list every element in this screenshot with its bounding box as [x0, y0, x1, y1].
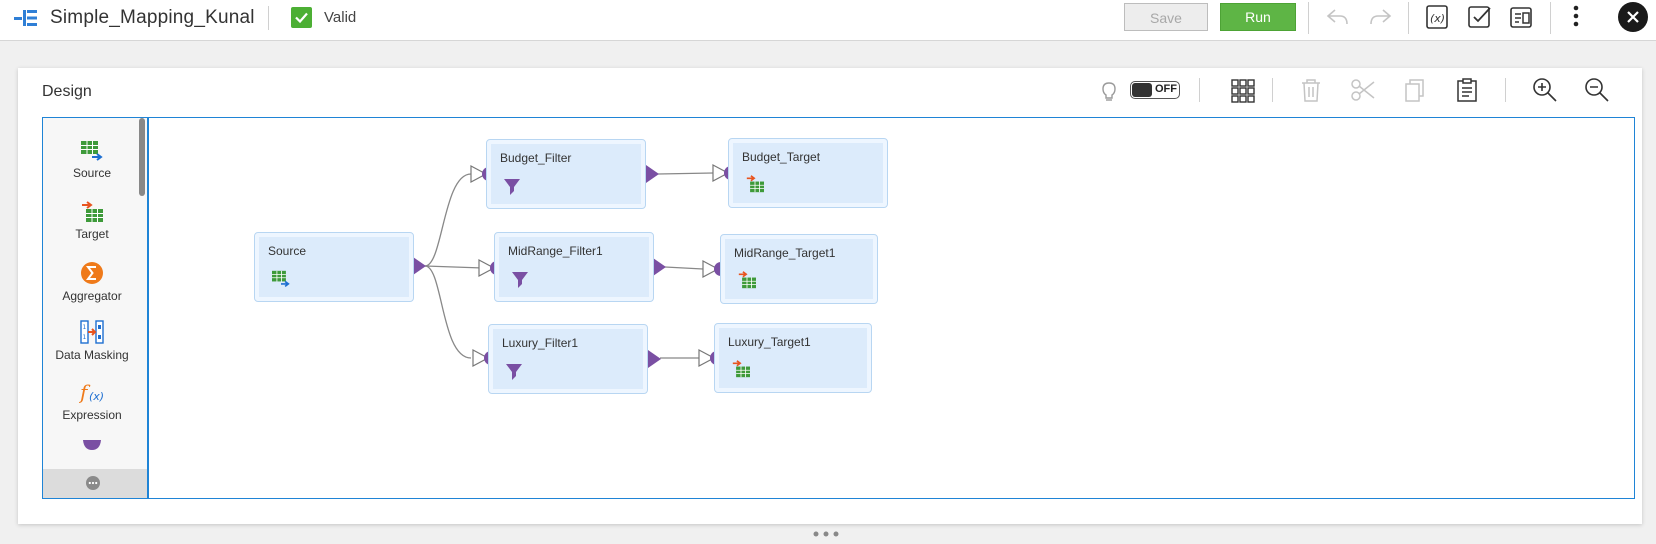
lightbulb-icon[interactable] — [1099, 80, 1119, 104]
source-icon — [81, 141, 103, 161]
node-luxury-target[interactable]: Luxury_Target1 — [714, 323, 872, 393]
palette-item-aggregator[interactable]: Aggregator — [43, 261, 141, 303]
svg-text:(x): (x) — [89, 390, 104, 403]
mapplet-bowl-icon[interactable] — [81, 438, 103, 452]
node-label: Luxury_Target1 — [728, 335, 811, 349]
mapplet-icon[interactable] — [1508, 4, 1534, 30]
node-label: Budget_Filter — [500, 151, 572, 165]
node-luxury-filter[interactable]: Luxury_Filter1 — [488, 324, 648, 394]
grid-layout-icon[interactable] — [1230, 78, 1256, 104]
target-icon — [738, 271, 756, 289]
save-button[interactable]: Save — [1124, 3, 1208, 31]
copy-icon[interactable] — [1402, 77, 1428, 103]
node-midrange-target[interactable]: MidRange_Target1 — [720, 234, 878, 304]
palette-label: Expression — [62, 408, 122, 422]
redo-icon[interactable] — [1367, 4, 1393, 30]
sigma-icon — [81, 262, 103, 284]
link-midrange-target[interactable] — [664, 266, 704, 270]
node-label: MidRange_Filter1 — [508, 244, 603, 258]
validate-icon[interactable] — [1466, 4, 1492, 30]
mapping-canvas[interactable]: Source Target Aggregator — [42, 117, 1635, 499]
divider — [1308, 2, 1309, 34]
parameters-icon[interactable]: (x) — [1424, 4, 1450, 30]
run-button[interactable]: Run — [1220, 3, 1296, 31]
palette-item-source[interactable]: Source — [43, 140, 141, 180]
undo-icon[interactable] — [1325, 4, 1351, 30]
midrange-target-input-arrow — [702, 260, 720, 278]
node-source[interactable]: Source — [254, 232, 414, 302]
delete-icon[interactable] — [1298, 77, 1324, 103]
panel-resize-handle[interactable] — [810, 530, 844, 538]
svg-text:1: 1 — [83, 334, 87, 341]
filter-icon — [506, 364, 522, 380]
node-midrange-filter[interactable]: MidRange_Filter1 — [494, 232, 654, 302]
zoom-in-icon[interactable] — [1531, 76, 1559, 104]
filter-icon — [512, 272, 528, 288]
budget-filter-output-port[interactable] — [646, 165, 659, 183]
midrange-filter-output-port[interactable] — [653, 258, 666, 276]
link-source-midrange[interactable] — [424, 265, 484, 269]
node-label: Luxury_Filter1 — [502, 336, 579, 350]
link-source-budget[interactable] — [424, 173, 472, 267]
palette-item-expression[interactable]: f (x) Expression — [43, 380, 141, 422]
node-label: MidRange_Target1 — [734, 246, 836, 260]
palette-more-button[interactable] — [43, 469, 147, 498]
target-icon — [732, 360, 750, 378]
source-icon — [272, 270, 290, 288]
divider — [1550, 2, 1551, 34]
divider — [1505, 78, 1506, 102]
luxury-filter-input-arrow — [472, 349, 490, 367]
palette-label: Source — [72, 166, 112, 180]
close-icon — [1627, 11, 1639, 23]
svg-text:1: 1 — [83, 324, 87, 331]
close-button[interactable] — [1618, 2, 1648, 32]
filter-icon — [504, 179, 520, 195]
palette-label: Data Masking — [55, 348, 129, 362]
cut-icon[interactable] — [1350, 77, 1376, 103]
zoom-out-icon[interactable] — [1583, 76, 1611, 104]
palette-scrollbar[interactable] — [139, 118, 145, 196]
palette-label: Aggregator — [62, 289, 122, 303]
palette-label: Target — [75, 227, 109, 241]
divider — [1408, 2, 1409, 34]
more-horizontal-icon — [86, 476, 100, 490]
luxury-filter-output-port[interactable] — [648, 350, 661, 368]
node-budget-filter[interactable]: Budget_Filter — [486, 139, 646, 209]
paste-icon[interactable] — [1454, 77, 1480, 103]
svg-text:(x): (x) — [1430, 12, 1445, 25]
divider — [1199, 78, 1200, 102]
link-budget-target[interactable] — [657, 172, 714, 175]
validation-status: Valid — [324, 9, 357, 26]
node-budget-target[interactable]: Budget_Target — [728, 138, 888, 208]
budget-filter-input-arrow — [470, 165, 488, 183]
palette-item-data-masking[interactable]: 1 1 Data Masking — [43, 320, 141, 362]
data-masking-icon: 1 1 — [80, 320, 104, 344]
mapping-title: Simple_Mapping_Kunal — [50, 7, 255, 28]
toggle-knob — [1132, 83, 1152, 97]
top-toolbar: Simple_Mapping_Kunal Valid Save Run (x) — [0, 0, 1656, 41]
more-options-icon[interactable] — [1563, 3, 1589, 29]
target-icon — [82, 201, 103, 222]
budget-target-input-arrow — [712, 164, 730, 182]
toggle-switch[interactable]: OFF — [1130, 81, 1180, 99]
design-panel: Design OFF — [18, 68, 1642, 524]
mapping-icon — [14, 10, 37, 26]
midrange-filter-input-arrow — [478, 259, 496, 277]
valid-check-icon — [291, 7, 312, 28]
transformation-palette: Source Target Aggregator — [43, 118, 149, 498]
divider — [268, 6, 269, 30]
function-icon: f (x) — [79, 380, 104, 404]
link-source-luxury[interactable] — [424, 265, 472, 359]
node-label: Budget_Target — [742, 150, 821, 164]
toggle-label: OFF — [1155, 83, 1177, 95]
palette-item-target[interactable]: Target — [43, 201, 141, 241]
design-title: Design — [42, 83, 92, 100]
luxury-target-input-arrow — [698, 349, 716, 367]
divider — [1272, 78, 1273, 102]
target-icon — [746, 175, 764, 193]
node-label: Source — [268, 244, 307, 258]
source-output-port[interactable] — [413, 257, 426, 275]
